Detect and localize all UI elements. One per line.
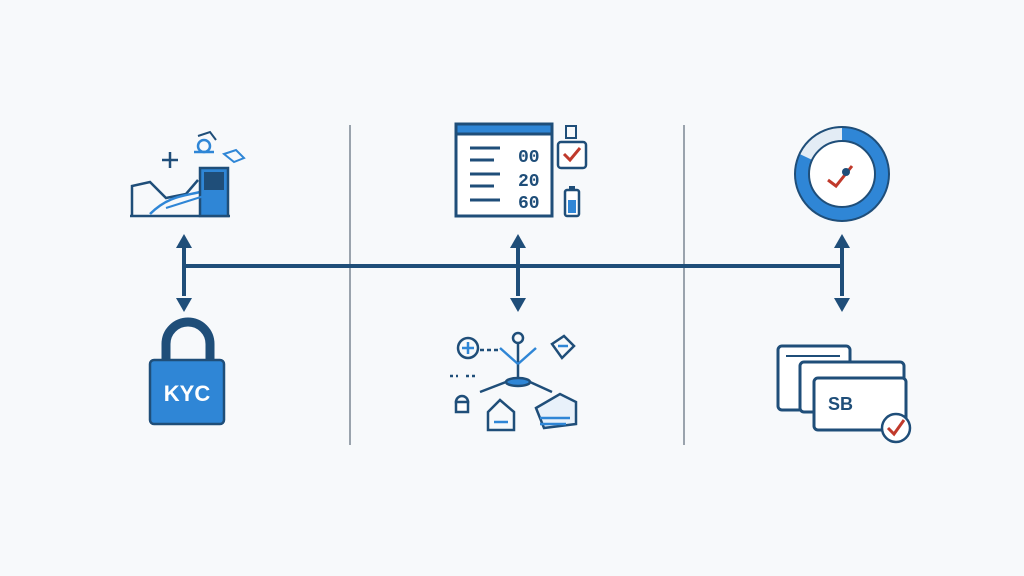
landscape-tower-icon [130, 130, 246, 218]
arrow-left [176, 234, 192, 312]
form-window-icon: 00 20 60 [454, 122, 554, 218]
padlock-icon: KYC [148, 317, 226, 426]
form-value-2: 20 [518, 172, 540, 192]
card-label: SB [828, 394, 853, 414]
cards-icon: SB [776, 344, 912, 444]
network-nodes-icon [450, 331, 578, 432]
donut-ring-icon [794, 126, 890, 222]
checklist-icon [556, 125, 588, 170]
form-value-3: 60 [518, 194, 540, 214]
padlock-label: KYC [164, 381, 211, 406]
arrow-right [834, 234, 850, 312]
battery-icon [563, 186, 581, 218]
arrow-middle [510, 234, 526, 312]
form-value-1: 00 [518, 148, 540, 168]
